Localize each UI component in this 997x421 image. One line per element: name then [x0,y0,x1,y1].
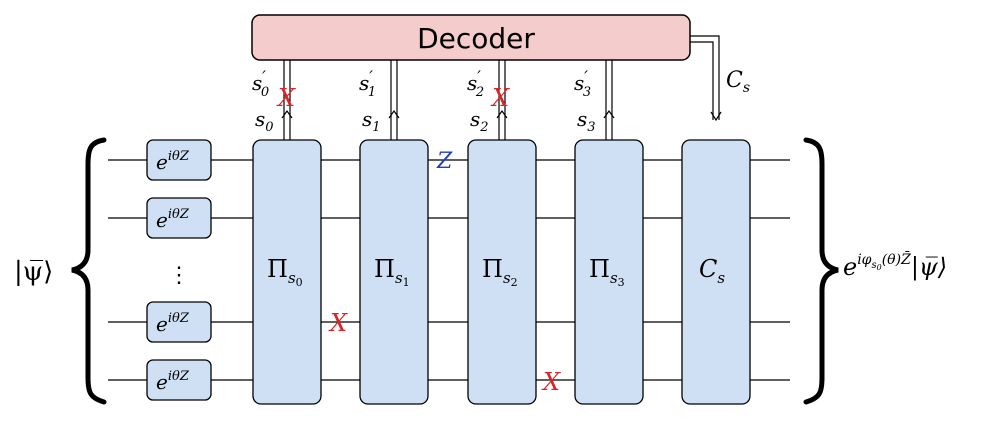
vdots: ⋮ [168,263,190,288]
rotation-gates: eiθZ eiθZ ⋮ eiθZ eiθZ [146,139,212,401]
rotation-gate-3 [146,301,212,343]
right-brace [803,137,839,405]
decoded-syndrome-0-label: s′0 [252,67,269,100]
classical-arrowheads [281,109,722,122]
classical-x-error-0: X [276,84,296,112]
qubit-x-error-wire-3: X [328,309,348,337]
svg-text:eiθZ: eiθZ [156,311,190,336]
syndrome-0-label: s0 [255,107,274,135]
classical-correction-label: Cs [726,68,750,96]
syndrome-3-label: s3 [577,107,596,135]
projector-gates [252,139,751,405]
error-markers: X X Z X X [276,84,561,396]
classical-wires [283,35,720,140]
svg-text:eiθZ: eiθZ [156,207,190,232]
rotation-gate-4 [146,359,212,401]
projector-3-label: Πs3 [589,255,625,289]
rotation-gate-2 [146,197,212,239]
decoded-syndrome-labels: s′0 s′1 s′2 s′3 [252,67,591,100]
decoded-syndrome-2-label: s′2 [467,67,484,100]
output-state-label: eiφs0(θ)Z̄|ψ̅⟩ [843,250,947,282]
correction-label: Cs [699,255,725,287]
svg-text:eiθZ: eiθZ [156,149,190,174]
rotation-gate-1 [146,139,212,181]
projector-2-box [467,139,537,405]
projector-0-box [252,139,322,405]
svg-text:eiθZ: eiθZ [156,369,190,394]
projector-labels: Πs0 Πs1 Πs2 Πs3 Cs [267,255,725,289]
correction-box [681,139,751,405]
decoded-syndrome-3-label: s′3 [574,67,591,100]
projector-1-box [359,139,429,405]
left-brace [71,137,107,405]
projector-3-box [574,139,644,405]
syndrome-labels: s0 s1 s2 s3 [255,107,596,135]
projector-2-label: Πs2 [482,255,518,289]
qubit-x-error-wire-4: X [541,368,561,396]
projector-0-label: Πs0 [267,255,303,289]
projector-1-label: Πs1 [374,255,410,289]
syndrome-1-label: s1 [362,107,381,135]
syndrome-2-label: s2 [470,107,489,135]
decoder-box [251,14,691,61]
decoder-label: Decoder [417,22,535,55]
qubit-wires [108,159,790,381]
decoded-syndrome-1-label: s′1 [359,67,376,100]
input-state-label: |ψ̅⟩ [14,257,53,287]
classical-x-error-2: X [490,84,510,112]
qubit-z-error: Z [436,149,453,174]
